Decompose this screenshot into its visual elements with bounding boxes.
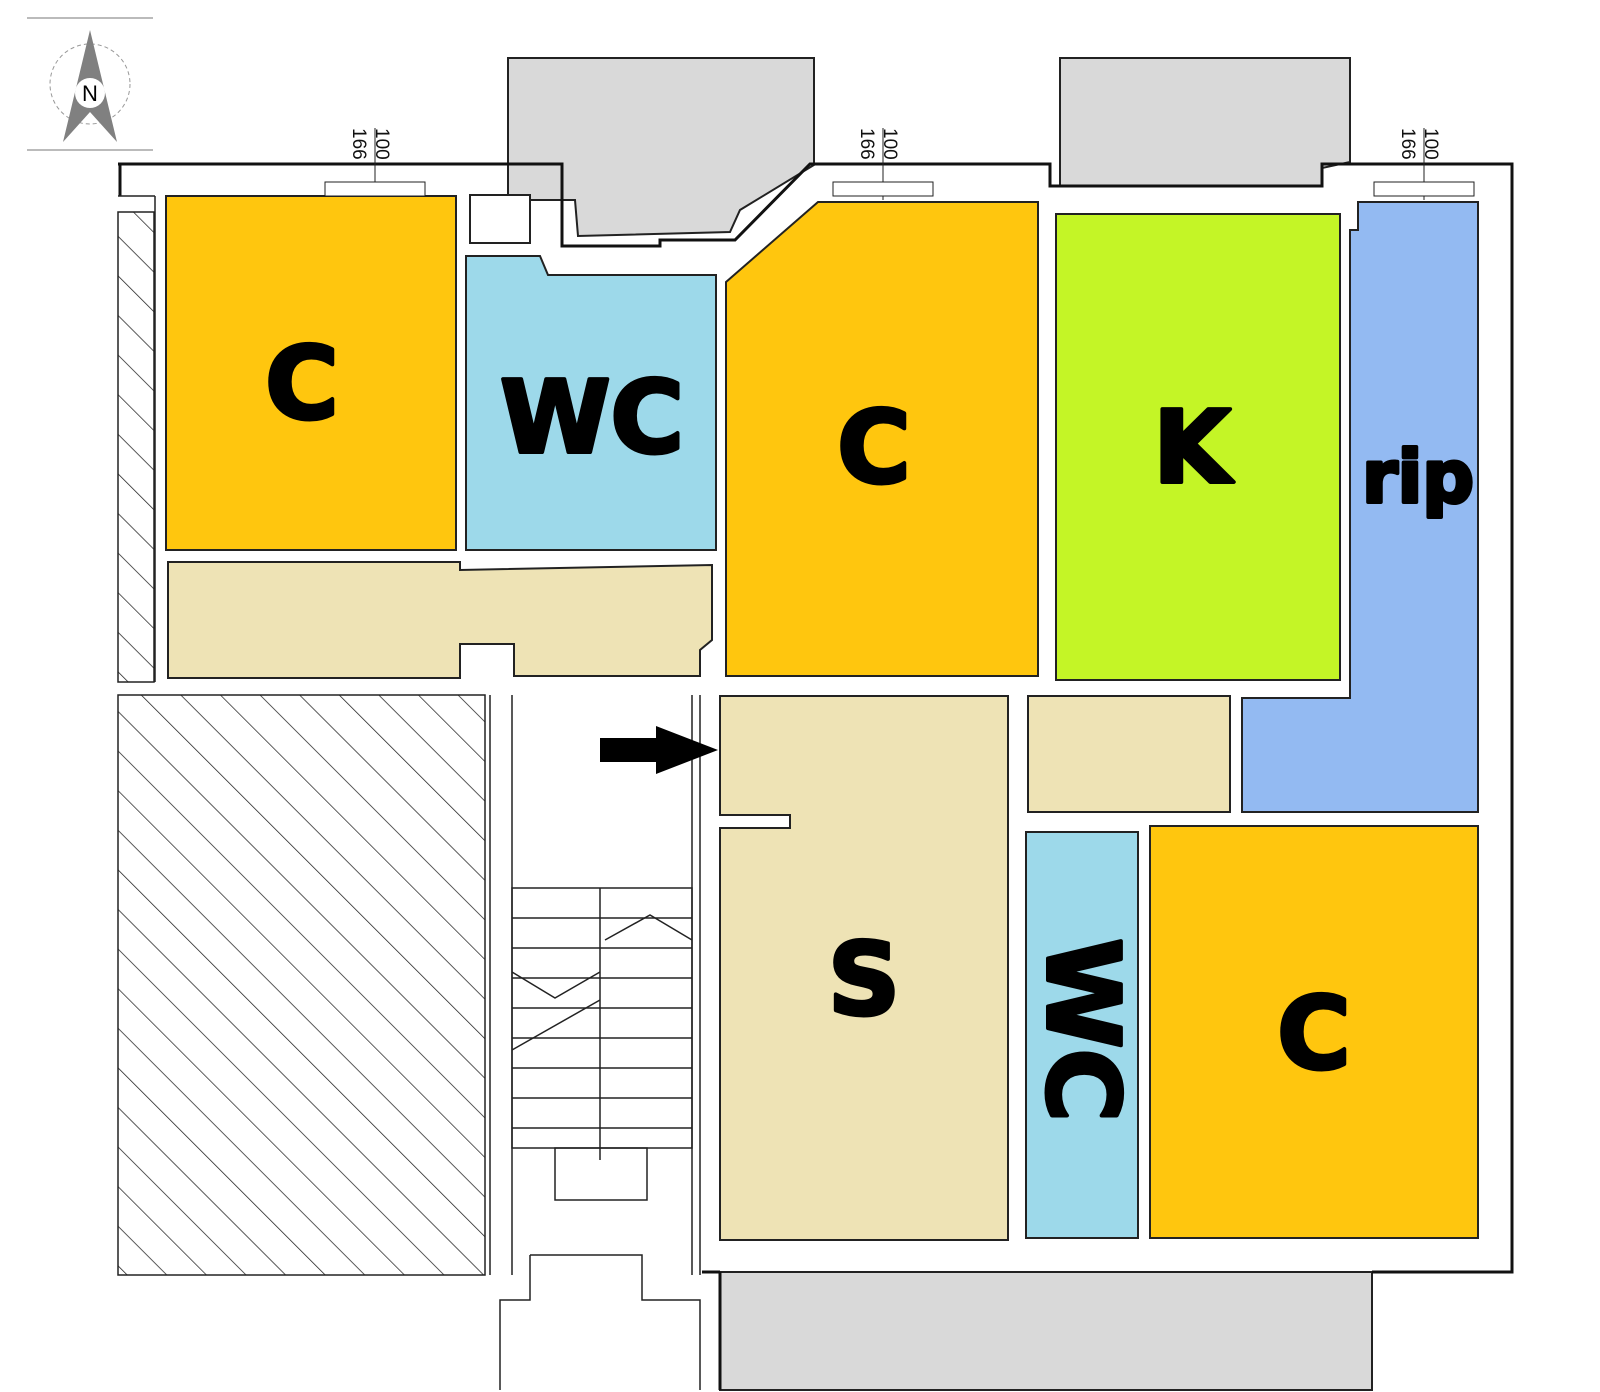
hatched-area-south-west	[117, 694, 486, 1276]
balcony-north-west	[507, 57, 815, 238]
room-ripostiglio	[1241, 201, 1479, 813]
hatched-area-west	[117, 211, 155, 683]
label-ripostiglio: rip	[1362, 435, 1474, 519]
window-dim-3: 166 100	[1373, 128, 1475, 200]
label-camera-nw: C	[265, 325, 338, 442]
window-dim-2: 166 100	[832, 128, 934, 200]
label-soggiorno: S	[828, 921, 900, 1038]
room-camera-nw	[165, 195, 457, 551]
svg-text:166: 166	[348, 128, 369, 160]
room-bagno-s	[1025, 831, 1139, 1239]
room-camera-n	[725, 201, 1039, 677]
staircase	[489, 695, 701, 1390]
svg-text:100: 100	[1420, 128, 1441, 160]
disimpegno	[1027, 695, 1231, 813]
label-bagno-n: WC	[500, 359, 684, 476]
north-compass-icon: N	[27, 17, 153, 151]
room-soggiorno	[719, 695, 1009, 1241]
outer-walls	[118, 162, 1514, 1390]
label-camera-se: C	[1277, 975, 1350, 1092]
compass-letter: N	[82, 81, 98, 106]
label-camera-n: C	[837, 389, 910, 506]
entrance-arrow-icon	[600, 726, 718, 774]
svg-text:100: 100	[879, 128, 900, 160]
room-bagno-n	[465, 255, 717, 551]
svg-text:100: 100	[371, 128, 392, 160]
room-cucina	[1055, 213, 1341, 681]
label-bagno-s: WC	[1024, 938, 1141, 1122]
corridor-nw	[167, 561, 713, 679]
svg-text:166: 166	[856, 128, 877, 160]
room-camera-se	[1149, 825, 1479, 1239]
window-dim-1: 166 100	[324, 128, 426, 197]
shaft	[469, 194, 531, 244]
balcony-south	[719, 1271, 1373, 1391]
svg-text:166: 166	[1397, 128, 1418, 160]
label-cucina: K	[1153, 389, 1234, 506]
balcony-north-east	[1059, 57, 1351, 187]
